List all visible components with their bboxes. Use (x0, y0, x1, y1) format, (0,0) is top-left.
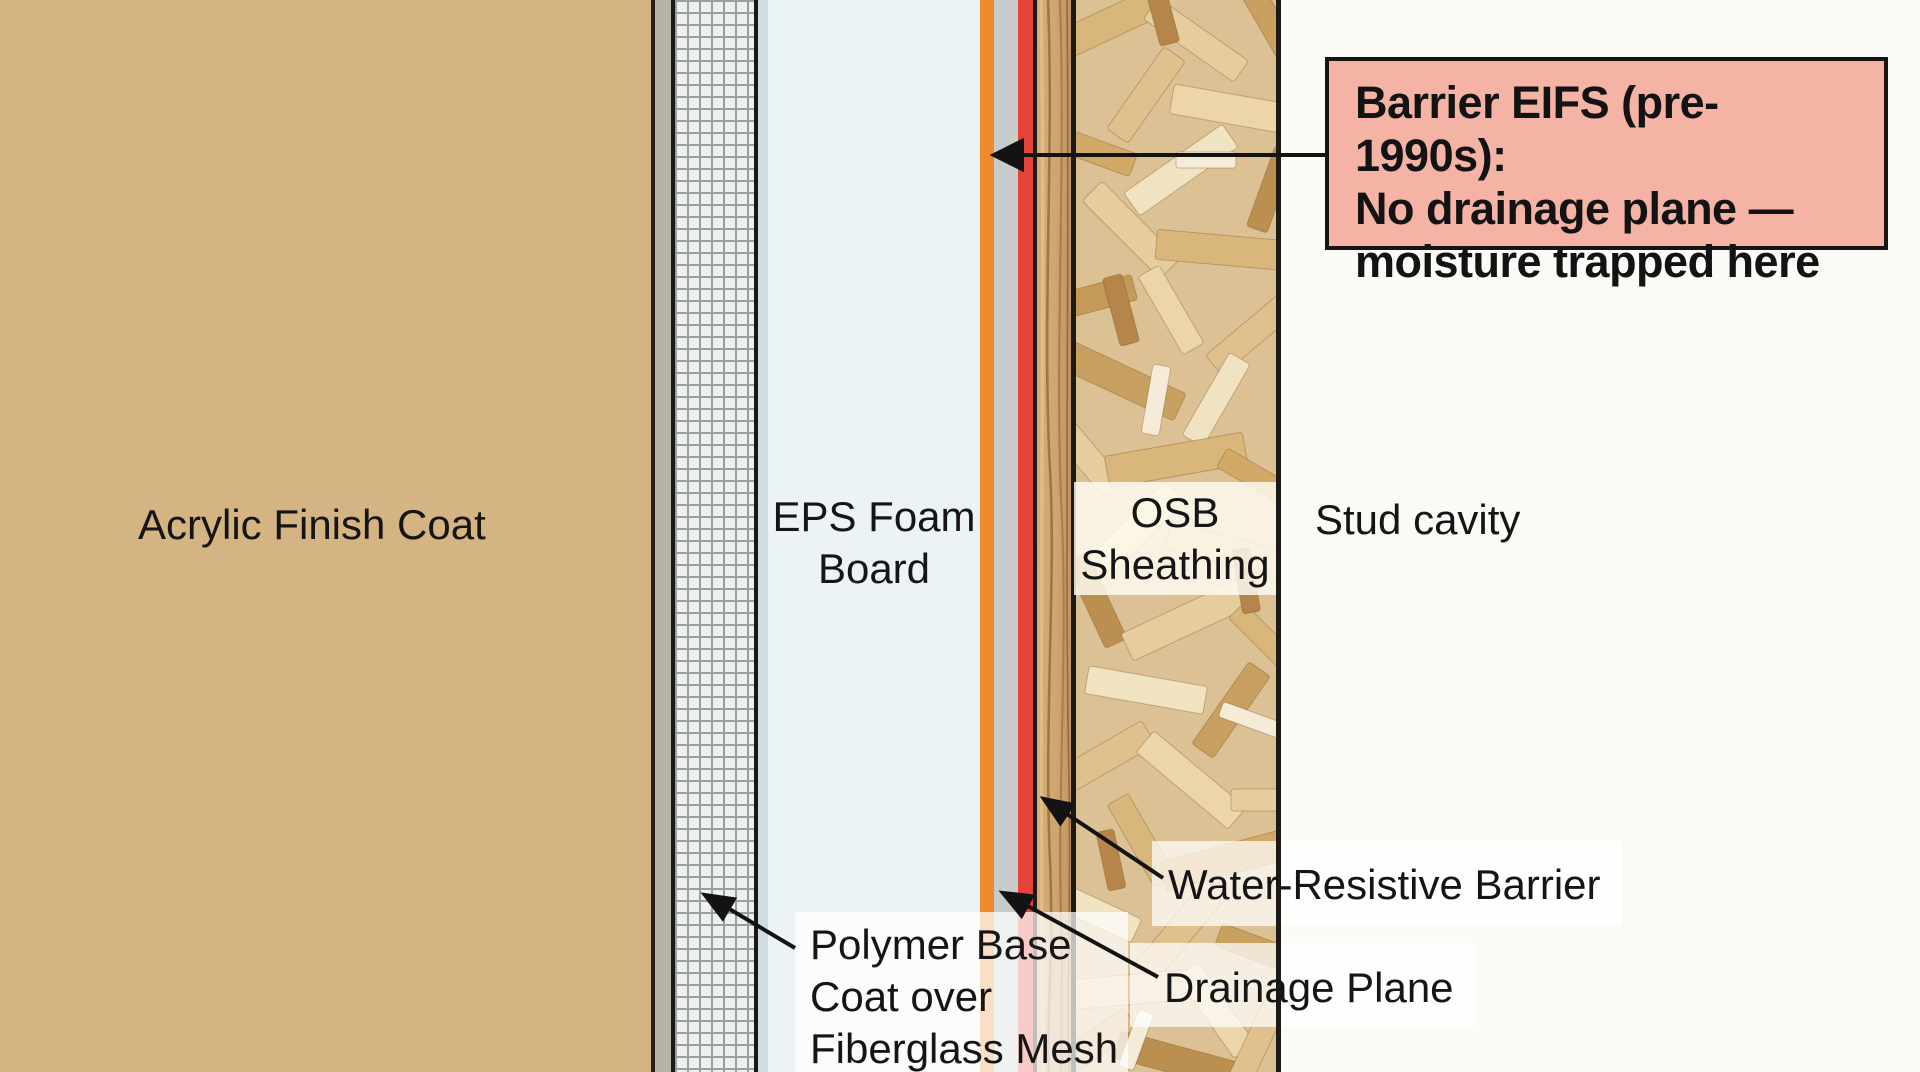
polymer-base-coat-label: Polymer Base Coat over Fiberglass Mesh (810, 921, 1119, 1072)
layer-divider-line (671, 0, 675, 1072)
osb-stud-divider-line (1276, 0, 1281, 1072)
eps-foam-board-layer (768, 0, 980, 1072)
layer-divider-line (1071, 0, 1076, 1072)
osb-sheathing-label-box: OSB Sheathing (1074, 482, 1276, 595)
layer-divider-line (1033, 0, 1037, 1072)
layer-divider-line (754, 0, 758, 1072)
adhesive-orange-stripe (980, 0, 994, 1072)
eps-edge-strip (758, 0, 768, 1072)
drainage-plane-label: Drainage Plane (1164, 964, 1454, 1011)
base-coat-strip (655, 0, 671, 1072)
acrylic-finish-coat-layer (0, 0, 651, 1072)
eps-foam-board-label: EPS Foam Board (772, 493, 976, 592)
water-resistive-barrier-label: Water-Resistive Barrier (1168, 861, 1601, 908)
acrylic-finish-coat-label: Acrylic Finish Coat (138, 501, 486, 548)
barrier-eifs-callout-text: Barrier EIFS (pre-1990s): No drainage pl… (1355, 77, 1820, 287)
wrb-label-backdrop (1152, 841, 1622, 926)
fiberglass-mesh-layer (675, 0, 754, 1072)
layer-divider-line (651, 0, 655, 1072)
drainage-label-backdrop (1130, 943, 1475, 1027)
osb-sheathing-label: OSB Sheathing (1080, 488, 1270, 588)
stud-cavity-label: Stud cavity (1315, 496, 1521, 543)
barrier-eifs-callout-box: Barrier EIFS (pre-1990s): No drainage pl… (1325, 57, 1888, 287)
water-resistive-barrier-stripe (1018, 0, 1033, 1072)
